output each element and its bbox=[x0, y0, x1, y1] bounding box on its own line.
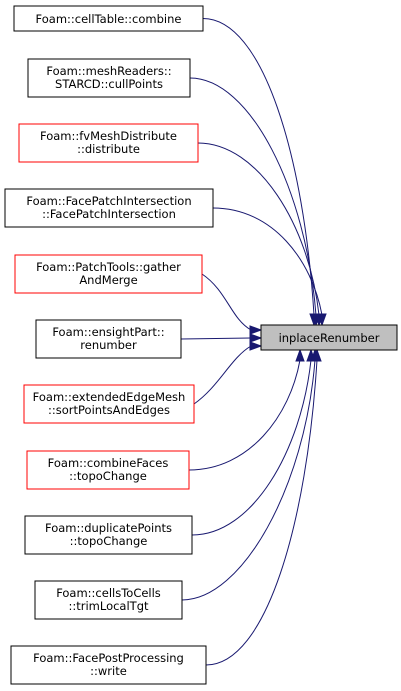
caller-node-label: STARCD::cullPoints bbox=[55, 77, 163, 91]
call-edge-arrowhead bbox=[295, 348, 305, 362]
caller-node[interactable]: Foam::meshReaders::STARCD::cullPoints bbox=[27, 58, 191, 98]
caller-node-label: AndMerge bbox=[79, 273, 137, 287]
caller-node-label: ::topoChange bbox=[70, 534, 148, 548]
call-edge bbox=[212, 207, 323, 316]
caller-node-label: Foam::meshReaders:: bbox=[46, 64, 171, 78]
caller-node[interactable]: Foam::FacePostProcessing::write bbox=[10, 645, 207, 685]
call-edge-arrowhead bbox=[312, 348, 322, 362]
target-node-box bbox=[260, 324, 398, 351]
caller-node[interactable]: Foam::fvMeshDistribute::distribute bbox=[18, 123, 199, 163]
call-edge bbox=[193, 345, 252, 405]
caller-node-box bbox=[18, 123, 199, 163]
caller-node[interactable]: Foam::combineFaces::topoChange bbox=[26, 450, 190, 490]
caller-node-label: Foam::FacePatchIntersection bbox=[26, 194, 191, 208]
caller-node-label: Foam::fvMeshDistribute bbox=[40, 129, 177, 143]
edges bbox=[180, 18, 327, 666]
caller-node-label: ::sortPointsAndEdges bbox=[48, 403, 170, 417]
caller-node-label: Foam::FacePostProcessing bbox=[33, 651, 184, 665]
target-node[interactable]: inplaceRenumber bbox=[260, 324, 398, 351]
caller-node[interactable]: Foam::cellsToCells::trimLocalTgt bbox=[34, 580, 183, 620]
caller-node-box bbox=[4, 188, 214, 228]
caller-node-label: Foam::cellTable::combine bbox=[36, 12, 182, 26]
call-edge bbox=[197, 142, 320, 316]
caller-node-label: renumber bbox=[80, 338, 137, 352]
call-edge-arrowhead bbox=[249, 325, 263, 335]
caller-node-label: Foam::extendedEdgeMesh bbox=[33, 390, 186, 404]
caller-node-box bbox=[27, 58, 191, 98]
caller-node[interactable]: Foam::ensightPart::renumber bbox=[35, 319, 182, 359]
call-edge bbox=[181, 359, 316, 601]
caller-node[interactable]: Foam::FacePatchIntersection::FacePatchIn… bbox=[4, 188, 214, 228]
call-edge bbox=[180, 337, 252, 340]
caller-node-label: Foam::ensightPart:: bbox=[52, 325, 164, 339]
caller-node-box bbox=[23, 384, 195, 424]
caller-node-box bbox=[14, 254, 203, 294]
call-edge bbox=[191, 359, 312, 536]
caller-node-label: Foam::PatchTools::gather bbox=[36, 260, 181, 274]
call-edge-arrowhead bbox=[249, 341, 263, 351]
caller-node-box bbox=[26, 450, 190, 490]
call-edge bbox=[201, 273, 252, 331]
caller-node[interactable]: Foam::duplicatePoints::topoChange bbox=[24, 515, 193, 555]
nodes: Foam::cellTable::combineFoam::meshReader… bbox=[4, 5, 214, 685]
caller-node-box bbox=[34, 580, 183, 620]
call-edge bbox=[202, 18, 315, 316]
caller-node-label: ::write bbox=[90, 664, 127, 678]
caller-node-label: Foam::duplicatePoints bbox=[45, 521, 172, 535]
caller-node[interactable]: Foam::cellTable::combine bbox=[13, 5, 204, 32]
caller-node-label: ::FacePatchIntersection bbox=[42, 207, 176, 221]
caller-node-box bbox=[24, 515, 193, 555]
caller-node-box bbox=[35, 319, 182, 359]
caller-node-label: ::distribute bbox=[77, 142, 140, 156]
caller-node-box bbox=[10, 645, 207, 685]
call-edge bbox=[205, 359, 318, 666]
caller-node-label: ::trimLocalTgt bbox=[68, 599, 149, 613]
call-edge-arrowhead bbox=[317, 313, 327, 327]
caller-node-label: ::topoChange bbox=[69, 469, 147, 483]
caller-node[interactable]: Foam::extendedEdgeMesh::sortPointsAndEdg… bbox=[23, 384, 195, 424]
caller-node-label: Foam::cellsToCells bbox=[56, 586, 161, 600]
call-edge-arrowhead bbox=[249, 333, 263, 343]
caller-node-box bbox=[13, 5, 204, 32]
caller-node-label: Foam::combineFaces bbox=[48, 456, 169, 470]
call-edge bbox=[188, 359, 301, 471]
target-node-label: inplaceRenumber bbox=[279, 331, 380, 345]
